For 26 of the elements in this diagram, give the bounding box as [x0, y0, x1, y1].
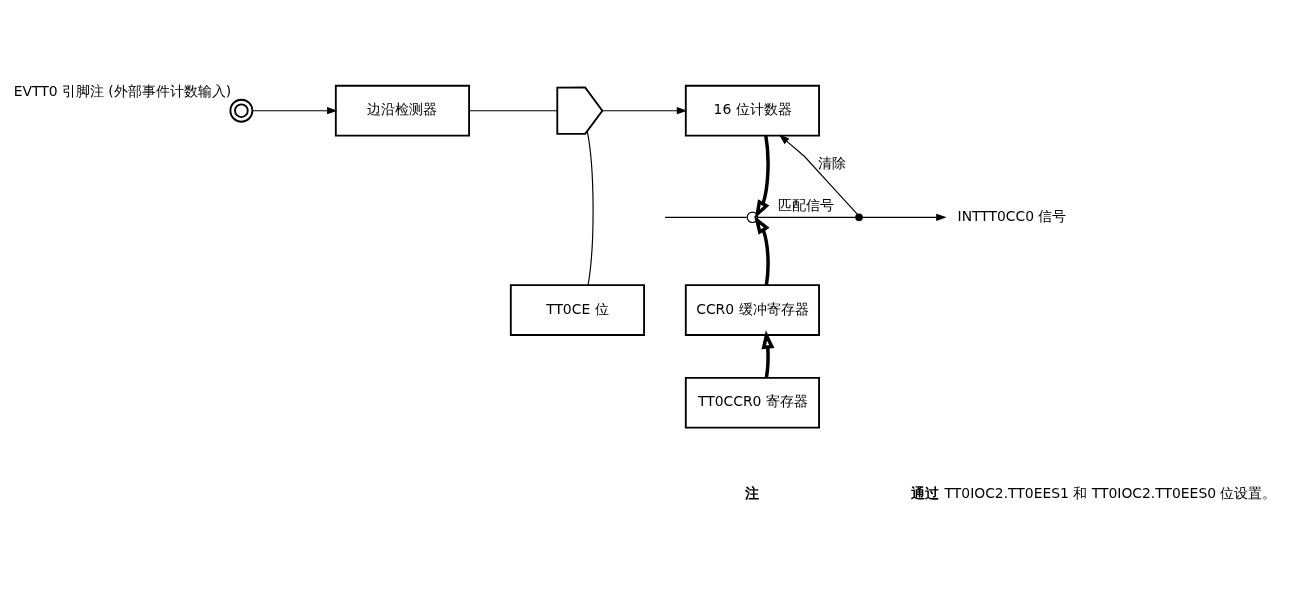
- edge-label: 清除: [818, 154, 847, 171]
- node-cross: [746, 211, 759, 223]
- edge-label: 匹配信号: [778, 196, 835, 213]
- node-box: TT0CCR0 寄存器: [684, 376, 820, 429]
- arrow: [252, 106, 338, 114]
- node-box: CCR0 缓冲寄存器: [684, 283, 820, 336]
- node-box: 边沿检测器: [334, 84, 470, 137]
- arrow: [861, 213, 947, 221]
- label: 注: [744, 484, 759, 501]
- connector: [757, 216, 857, 218]
- node-dot: [855, 212, 863, 221]
- arrow: [754, 135, 770, 219]
- label: 通过 TT0IOC2.TT0EES1 和 TT0IOC2.TT0EES0 位设置。: [911, 484, 1277, 501]
- arrow: [601, 106, 688, 114]
- arrow: [779, 134, 859, 215]
- arrow: [761, 329, 775, 378]
- connector: [586, 130, 594, 286]
- connector: [664, 216, 748, 218]
- node-gate: [556, 86, 604, 135]
- node-box: TT0CE 位: [509, 283, 645, 336]
- arrow: [754, 215, 770, 285]
- node-box: 16 位计数器: [684, 84, 820, 137]
- node-circle: [229, 98, 254, 123]
- node-text: INTTT0CC0 信号: [957, 207, 1067, 224]
- connector: [468, 109, 558, 111]
- node-label: EVTT0 引脚注 (外部事件计数输入): [13, 82, 232, 99]
